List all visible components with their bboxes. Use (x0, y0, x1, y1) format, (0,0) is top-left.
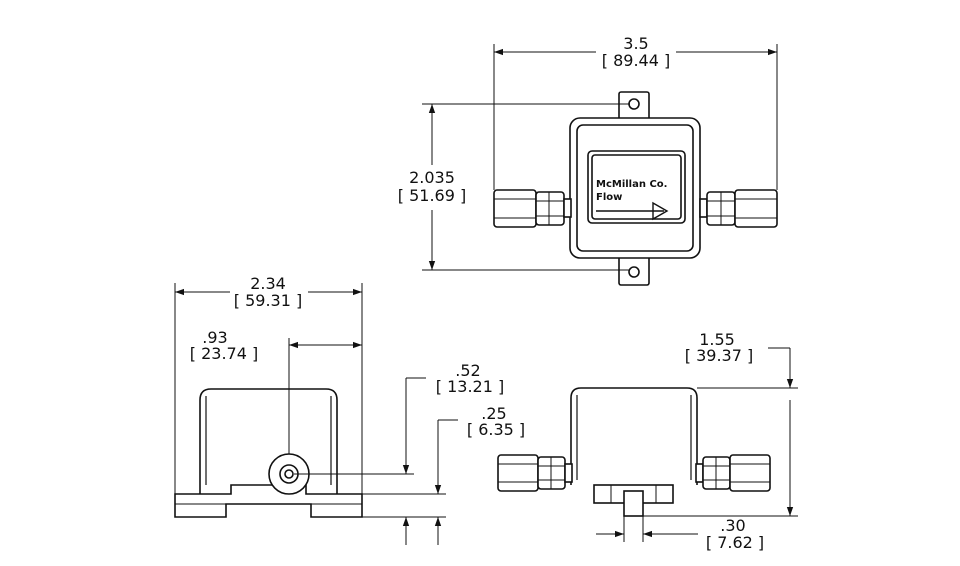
dim-side-port-mm: [ 23.74 ] (190, 344, 258, 363)
front-right-nut (729, 454, 771, 492)
label-plate (587, 150, 686, 224)
front-view: 1.55 [ 39.37 ] .30 [ 7.62 ] (497, 330, 798, 552)
dim-top-width-mm: [ 89.44 ] (602, 51, 670, 70)
side-port-bore (284, 469, 294, 479)
top-left-hex (535, 191, 565, 226)
flow-arrow-icon (596, 201, 669, 221)
dim-side-width-in: 2.34 (250, 274, 286, 293)
dim-base-height-mm: [ 6.35 ] (467, 420, 525, 439)
front-right-stub (695, 463, 704, 483)
top-left-nut (493, 189, 537, 228)
dim-front-height-in: 1.55 (699, 330, 735, 349)
dim-tab-width-in: .30 (720, 516, 745, 535)
top-body-inner (576, 124, 694, 252)
label-company: McMillan Co. (596, 179, 667, 190)
dim-port-height-mm: [ 13.21 ] (436, 377, 504, 396)
top-left-stub (563, 198, 572, 218)
label-plate-inner (591, 154, 682, 220)
dim-top-width-in: 3.5 (623, 34, 648, 53)
top-view: McMillan Co. Flow 3.5 [ 89.44 ] 2.035 [ … (398, 34, 778, 286)
top-right-stub (699, 198, 708, 218)
front-left-nut (497, 454, 539, 492)
side-view: 2.34 [ 59.31 ] .93 [ 23.74 ] .52 [ 13.21… (174, 274, 525, 545)
dim-front-height-mm: [ 39.37 ] (685, 346, 753, 365)
dim-tab-width-mm: [ 7.62 ] (706, 533, 764, 552)
side-body (199, 388, 338, 498)
dim-port-height-in: .52 (455, 361, 480, 380)
dim-base-height-in: .25 (481, 404, 506, 423)
top-right-nut (734, 189, 778, 228)
bottom-mount-hole (628, 266, 640, 278)
label-flow: Flow (596, 192, 622, 203)
front-body (570, 387, 698, 485)
front-left-stub (564, 463, 573, 483)
dim-top-height-mm: [ 51.69 ] (398, 186, 466, 205)
front-mount-tab (623, 490, 644, 517)
dim-top-height-in: 2.035 (409, 168, 455, 187)
dim-side-width-mm: [ 59.31 ] (234, 291, 302, 310)
dim-side-port-in: .93 (202, 328, 227, 347)
